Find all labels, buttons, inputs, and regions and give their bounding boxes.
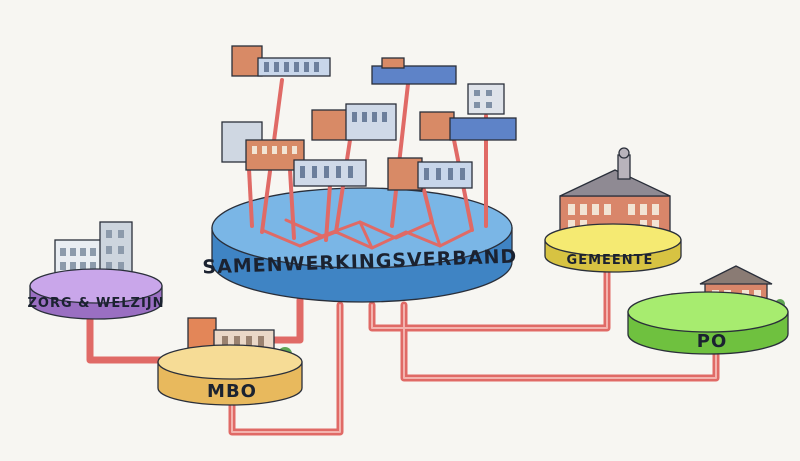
hub-samenwerkingsverband xyxy=(211,187,513,303)
node-label-zorg: ZORG & WELZIJN xyxy=(27,296,164,311)
townhall-icon xyxy=(559,147,671,237)
node-label-po: PO xyxy=(697,331,728,352)
building-icon xyxy=(231,45,331,77)
connectors xyxy=(86,266,720,436)
floating-buildings xyxy=(221,45,517,242)
node-zorg-welzijn: ZORG & WELZIJN xyxy=(27,221,164,320)
building-icon xyxy=(419,111,517,141)
building-icon xyxy=(293,159,367,187)
node-po: PO xyxy=(627,265,789,355)
building-icon xyxy=(387,157,473,191)
building-icon xyxy=(371,57,457,85)
hub-network-lines xyxy=(260,218,474,250)
node-mbo: MBO xyxy=(157,317,303,406)
node-gemeente: GEMEENTE xyxy=(544,147,682,273)
connector-zorg-mbo xyxy=(86,316,164,364)
building-icon xyxy=(221,121,305,171)
node-label-mbo: MBO xyxy=(207,381,257,402)
building-icon xyxy=(467,83,505,115)
node-label-gemeente: GEMEENTE xyxy=(567,253,654,268)
building-icon xyxy=(311,103,397,141)
